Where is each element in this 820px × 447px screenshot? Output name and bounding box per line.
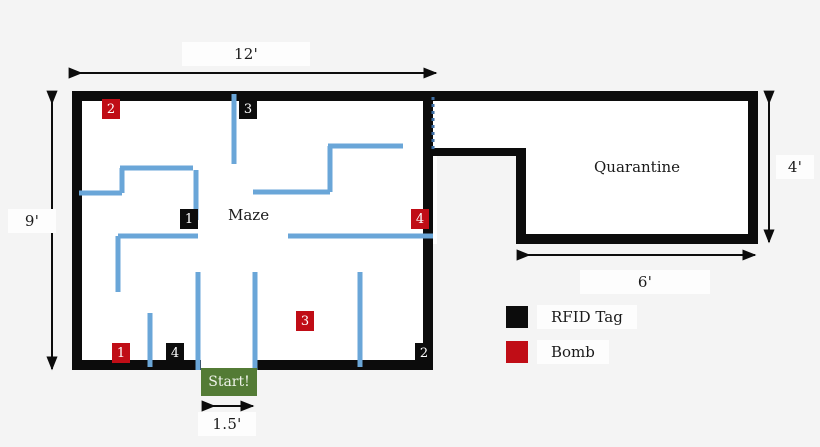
dimension-label-quarantine-width: 6' xyxy=(580,270,710,294)
start-marker[interactable]: Start! xyxy=(201,368,257,396)
legend-label-bomb: Bomb xyxy=(537,340,609,364)
marker-bomb-1-bottom-left[interactable]: 1 xyxy=(112,343,130,363)
quarantine-notch-cutout xyxy=(437,150,525,244)
wall-quarantine-notch-vertical xyxy=(516,148,526,244)
rfid-tag-swatch-icon xyxy=(506,306,528,328)
quarantine-room-label: Quarantine xyxy=(594,158,681,176)
wall-maze-left xyxy=(72,91,82,370)
marker-bomb-3-lower-center[interactable]: 3 xyxy=(296,311,314,331)
dimension-label-top-width: 12' xyxy=(182,42,310,66)
legend-row-rfid: RFID Tag xyxy=(506,305,637,329)
marker-bomb-4-right[interactable]: 4 xyxy=(411,209,429,229)
marker-rfid-3-top-center[interactable]: 3 xyxy=(239,99,257,119)
bomb-swatch-icon xyxy=(506,341,528,363)
wall-quarantine-notch-horizontal xyxy=(433,148,526,156)
wall-quarantine-bottom xyxy=(516,234,758,244)
legend: RFID Tag Bomb xyxy=(506,305,637,375)
wall-quarantine-right xyxy=(748,91,758,244)
dimension-label-left-height: 9' xyxy=(8,209,56,233)
legend-label-rfid: RFID Tag xyxy=(537,305,637,329)
maze-room-label: Maze xyxy=(228,206,270,224)
marker-bomb-2-top-left[interactable]: 2 xyxy=(102,99,120,119)
marker-rfid-2-bottom-right[interactable]: 2 xyxy=(415,343,433,363)
legend-row-bomb: Bomb xyxy=(506,340,637,364)
wall-maze-right xyxy=(423,91,433,370)
dimension-label-quarantine-height: 4' xyxy=(776,155,814,179)
marker-rfid-4-bottom-left[interactable]: 4 xyxy=(166,343,184,363)
wall-maze-bottom-left xyxy=(72,360,201,370)
wall-maze-bottom-right xyxy=(257,360,433,370)
marker-rfid-1-center[interactable]: 1 xyxy=(180,209,198,229)
wall-quarantine-top xyxy=(433,91,758,101)
wall-maze-top xyxy=(72,91,433,101)
dimension-label-door-width: 1.5' xyxy=(198,412,256,436)
